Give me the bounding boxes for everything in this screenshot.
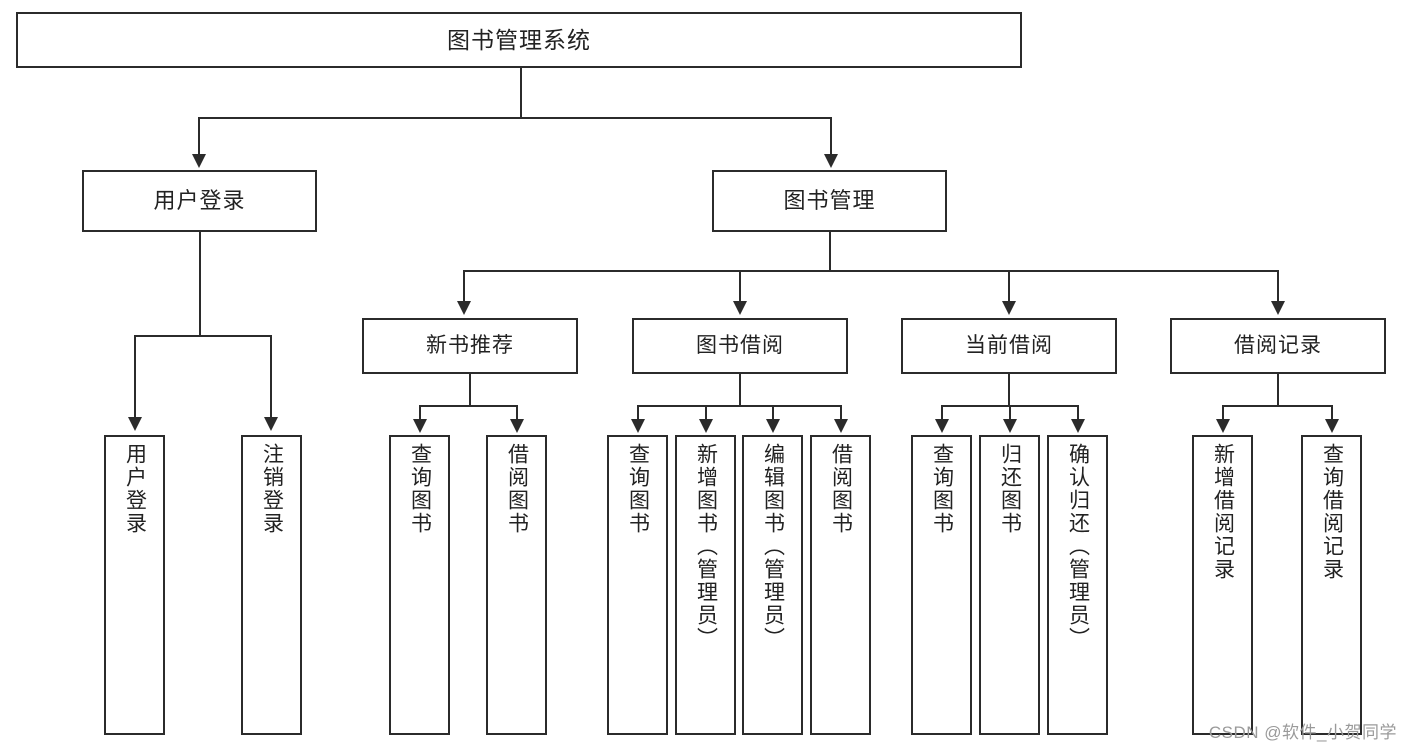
arrow-login-to-leaf2 <box>264 417 278 431</box>
arrow-record-to-leaf12 <box>1216 419 1230 433</box>
arrow-newbook-to-leaf3 <box>413 419 427 433</box>
leaf-query-book-current[interactable]: 查询图书 <box>911 435 972 735</box>
connector-root-stem <box>520 68 522 118</box>
connector-borrow-to-leaf5 <box>637 405 639 420</box>
arrow-root-to-bookmgmt <box>824 154 838 168</box>
leaf-query-borrow-record-label: 查询借阅记录 <box>1320 443 1344 581</box>
leaf-return-book-label: 归还图书 <box>998 443 1022 535</box>
connector-bookmgmt-to-record <box>1277 270 1279 302</box>
leaf-query-book-borrow-label: 查询图书 <box>626 443 650 535</box>
leaf-query-book-current-label: 查询图书 <box>930 443 954 535</box>
arrow-borrow-to-leaf5 <box>631 419 645 433</box>
arrow-newbook-to-leaf4 <box>510 419 524 433</box>
node-user-login[interactable]: 用户登录 <box>82 170 317 232</box>
arrow-bookmgmt-to-record <box>1271 301 1285 315</box>
arrow-current-to-leaf9 <box>935 419 949 433</box>
node-new-book-recommend[interactable]: 新书推荐 <box>362 318 578 374</box>
node-book-borrow[interactable]: 图书借阅 <box>632 318 848 374</box>
leaf-query-borrow-record[interactable]: 查询借阅记录 <box>1301 435 1362 735</box>
leaf-query-book-borrow[interactable]: 查询图书 <box>607 435 668 735</box>
arrow-record-to-leaf13 <box>1325 419 1339 433</box>
leaf-logout-label: 注销登录 <box>260 443 284 535</box>
connector-login-bus <box>134 335 271 337</box>
arrow-bookmgmt-to-current <box>1002 301 1016 315</box>
connector-newbook-stem <box>469 374 471 406</box>
node-root-label: 图书管理系统 <box>447 26 591 53</box>
leaf-query-book-newbook[interactable]: 查询图书 <box>389 435 450 735</box>
arrow-login-to-leaf1 <box>128 417 142 431</box>
node-user-login-label: 用户登录 <box>153 188 246 214</box>
leaf-logout[interactable]: 注销登录 <box>241 435 302 735</box>
connector-current-stem <box>1008 374 1010 406</box>
leaf-add-book-admin-label: 新增图书（管理员） <box>694 443 718 650</box>
connector-newbook-to-leaf4 <box>516 405 518 420</box>
connector-login-stem <box>199 232 201 336</box>
connector-record-bus <box>1222 405 1332 407</box>
leaf-borrow-book[interactable]: 借阅图书 <box>810 435 871 735</box>
connector-login-to-leaf1 <box>134 335 136 418</box>
leaf-borrow-book-newbook[interactable]: 借阅图书 <box>486 435 547 735</box>
connector-borrow-to-leaf8 <box>840 405 842 420</box>
connector-borrow-to-leaf6 <box>705 405 707 420</box>
arrow-root-to-login <box>192 154 206 168</box>
connector-current-to-leaf11 <box>1077 405 1079 420</box>
connector-root-to-login <box>198 117 200 155</box>
connector-bookmgmt-to-newbook <box>463 270 465 302</box>
arrow-current-to-leaf10 <box>1003 419 1017 433</box>
connector-newbook-to-leaf3 <box>419 405 421 420</box>
leaf-borrow-book-newbook-label: 借阅图书 <box>505 443 529 535</box>
leaf-edit-book-admin-label: 编辑图书（管理员） <box>761 443 785 650</box>
csdn-watermark: CSDN @软件_小贺同学 <box>1208 723 1397 742</box>
connector-bookmgmt-stem <box>829 232 831 271</box>
connector-record-to-leaf13 <box>1331 405 1333 420</box>
leaf-return-book[interactable]: 归还图书 <box>979 435 1040 735</box>
arrow-borrow-to-leaf6 <box>699 419 713 433</box>
leaf-borrow-book-label: 借阅图书 <box>829 443 853 535</box>
arrow-current-to-leaf11 <box>1071 419 1085 433</box>
arrow-borrow-to-leaf7 <box>766 419 780 433</box>
connector-root-bus <box>198 117 832 119</box>
connector-borrow-bus <box>637 405 841 407</box>
node-book-borrow-label: 图书借阅 <box>696 333 784 357</box>
node-current-borrow-label: 当前借阅 <box>965 333 1053 357</box>
connector-bookmgmt-to-borrow <box>739 270 741 302</box>
connector-borrow-to-leaf7 <box>772 405 774 420</box>
connector-current-to-leaf9 <box>941 405 943 420</box>
leaf-edit-book-admin[interactable]: 编辑图书（管理员） <box>742 435 803 735</box>
connector-record-stem <box>1277 374 1279 406</box>
connector-root-to-bookmgmt <box>830 117 832 155</box>
connector-record-to-leaf12 <box>1222 405 1224 420</box>
leaf-user-login-label: 用户登录 <box>123 443 147 535</box>
connector-borrow-stem <box>739 374 741 406</box>
leaf-query-book-newbook-label: 查询图书 <box>408 443 432 535</box>
leaf-add-borrow-record-label: 新增借阅记录 <box>1211 443 1235 581</box>
connector-bookmgmt-to-current <box>1008 270 1010 302</box>
leaf-add-book-admin[interactable]: 新增图书（管理员） <box>675 435 736 735</box>
leaf-confirm-return-admin-label: 确认归还（管理员） <box>1066 443 1090 650</box>
node-borrow-record[interactable]: 借阅记录 <box>1170 318 1386 374</box>
arrow-borrow-to-leaf8 <box>834 419 848 433</box>
connector-newbook-bus <box>419 405 517 407</box>
leaf-add-borrow-record[interactable]: 新增借阅记录 <box>1192 435 1253 735</box>
connector-current-to-leaf10 <box>1009 405 1011 420</box>
node-book-management[interactable]: 图书管理 <box>712 170 947 232</box>
node-root[interactable]: 图书管理系统 <box>16 12 1022 68</box>
arrow-bookmgmt-to-borrow <box>733 301 747 315</box>
arrow-bookmgmt-to-newbook <box>457 301 471 315</box>
node-borrow-record-label: 借阅记录 <box>1234 333 1322 357</box>
connector-bookmgmt-bus <box>463 270 1279 272</box>
node-current-borrow[interactable]: 当前借阅 <box>901 318 1117 374</box>
node-new-book-recommend-label: 新书推荐 <box>426 333 514 357</box>
node-book-management-label: 图书管理 <box>783 188 876 214</box>
leaf-user-login[interactable]: 用户登录 <box>104 435 165 735</box>
connector-login-to-leaf2 <box>270 335 272 418</box>
leaf-confirm-return-admin[interactable]: 确认归还（管理员） <box>1047 435 1108 735</box>
